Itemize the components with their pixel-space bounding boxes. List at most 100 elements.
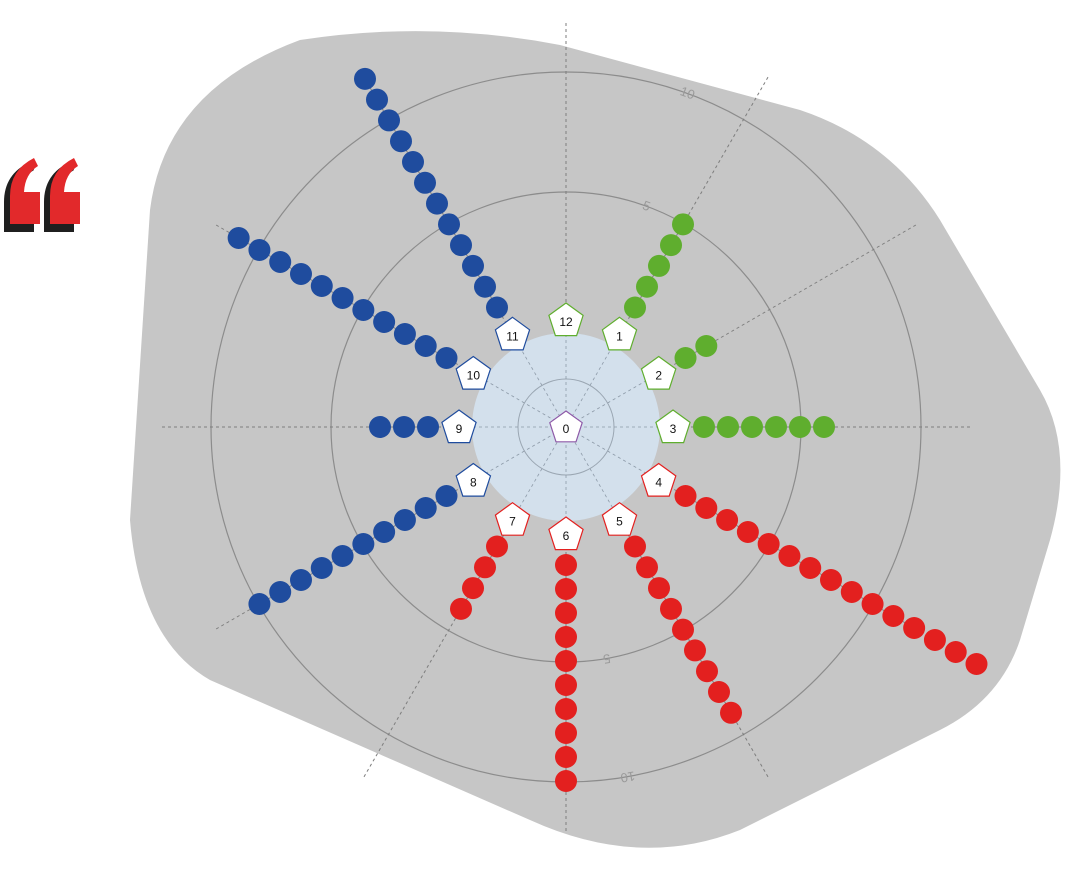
spoke-10-dot <box>331 287 354 309</box>
spoke-1-dot <box>660 234 682 257</box>
spoke-6-dot <box>555 626 577 648</box>
spoke-11-dot <box>474 275 496 298</box>
spoke-3-dot <box>693 416 715 438</box>
spoke-5-dot <box>708 681 730 704</box>
spoke-5-dot <box>624 535 646 558</box>
spoke-6-dot <box>555 554 577 576</box>
node-12-shape <box>548 302 584 337</box>
spoke-8-dot <box>435 485 458 507</box>
spoke-4-dot <box>695 497 718 519</box>
spoke-line <box>613 509 769 778</box>
ring-label: 5 <box>602 651 612 667</box>
spoke-9-dot <box>393 416 415 438</box>
spoke-3-dot <box>765 416 787 438</box>
spoke-1-dot <box>648 254 670 277</box>
node-7-label: 7 <box>509 515 516 529</box>
spoke-7-dot <box>474 556 496 579</box>
spoke-5-dot <box>684 639 706 662</box>
spoke-2-dot <box>695 335 718 357</box>
spoke-10-dot <box>227 227 250 249</box>
node-8: 8 <box>455 462 492 497</box>
spoke-10-dot <box>414 335 437 357</box>
spoke-4-dot <box>820 569 843 591</box>
spoke-8-dot <box>289 569 312 591</box>
node-10-shape <box>455 355 492 390</box>
spoke-4-dot <box>923 629 946 651</box>
inner-spoke-line <box>565 426 614 509</box>
node-12-label: 12 <box>559 315 573 329</box>
node-10: 10 <box>455 355 492 390</box>
node-8-shape <box>455 462 492 497</box>
spoke-4-dot <box>757 533 780 555</box>
node-5-shape <box>601 501 638 536</box>
node-6-shape <box>548 516 584 551</box>
spoke-3-dot <box>789 416 811 438</box>
node-8-label: 8 <box>470 476 477 490</box>
spoke-11-dot <box>426 192 448 215</box>
node-12: 12 <box>548 302 584 337</box>
node-4-label: 4 <box>655 476 662 490</box>
spoke-10-dot <box>269 251 292 273</box>
inner-spoke-line <box>565 426 648 475</box>
spoke-1-dot <box>672 213 694 236</box>
node-6-label: 6 <box>563 529 570 543</box>
spoke-11-dot <box>462 254 484 277</box>
node-3: 3 <box>655 409 691 444</box>
node-2: 2 <box>640 355 677 390</box>
node-6: 6 <box>548 516 584 551</box>
node-9-shape <box>441 409 477 444</box>
spoke-6-dot <box>555 578 577 600</box>
spoke-3-dot <box>741 416 763 438</box>
spoke-6-dot <box>555 770 577 792</box>
node-9-label: 9 <box>456 422 463 436</box>
spoke-6-dot <box>555 698 577 720</box>
spoke-7-dot <box>462 577 484 600</box>
node-11-label: 11 <box>506 329 519 343</box>
node-7-shape <box>494 501 531 536</box>
inner-spoke-line <box>565 345 614 428</box>
node-7: 7 <box>494 501 531 536</box>
spoke-4-dot <box>882 605 905 627</box>
spoke-6-dot <box>555 650 577 672</box>
node-3-shape <box>655 409 691 444</box>
spoke-5-dot <box>660 597 682 620</box>
spoke-5-dot <box>720 701 742 724</box>
spoke-4-dot <box>840 581 863 603</box>
inner-spoke-line <box>565 379 648 428</box>
node-4-shape <box>640 462 677 497</box>
spoke-7-dot <box>486 535 508 558</box>
spoke-line <box>613 76 769 345</box>
spoke-8-dot <box>373 521 396 543</box>
ring-label: 10 <box>678 83 697 102</box>
node-center: 0 <box>549 410 583 443</box>
node-4: 4 <box>640 462 677 497</box>
spoke-11-dot <box>378 109 400 132</box>
inner-spoke-line <box>518 426 567 509</box>
spoke-11-dot <box>354 67 376 90</box>
node-2-shape <box>640 355 677 390</box>
spoke-10-dot <box>393 323 416 345</box>
spoke-10-dot <box>435 347 458 369</box>
inner-spoke-line <box>484 426 567 475</box>
spoke-10-dot <box>310 275 333 297</box>
inner-spoke-group <box>472 333 660 521</box>
spoke-6-dot <box>555 602 577 624</box>
spoke-11-dot <box>486 296 508 319</box>
spoke-3-dot <box>717 416 739 438</box>
spoke-6-dot <box>555 674 577 696</box>
node-3-label: 3 <box>670 422 677 436</box>
spoke-8-dot <box>414 497 437 519</box>
spoke-9-dot <box>369 416 391 438</box>
spoke-11-dot <box>414 171 436 194</box>
spoke-8-dot <box>248 593 271 615</box>
spoke-4-dot <box>799 557 822 579</box>
spoke-8-dot <box>393 509 416 531</box>
spoke-10-dot <box>248 239 271 261</box>
spoke-line <box>648 224 917 380</box>
node-11-shape <box>494 316 531 351</box>
node-10-label: 10 <box>467 369 481 383</box>
node-5-label: 5 <box>616 515 623 529</box>
node-center-shape <box>549 410 583 443</box>
spoke-4-dot <box>736 521 759 543</box>
node-2-label: 2 <box>655 369 662 383</box>
